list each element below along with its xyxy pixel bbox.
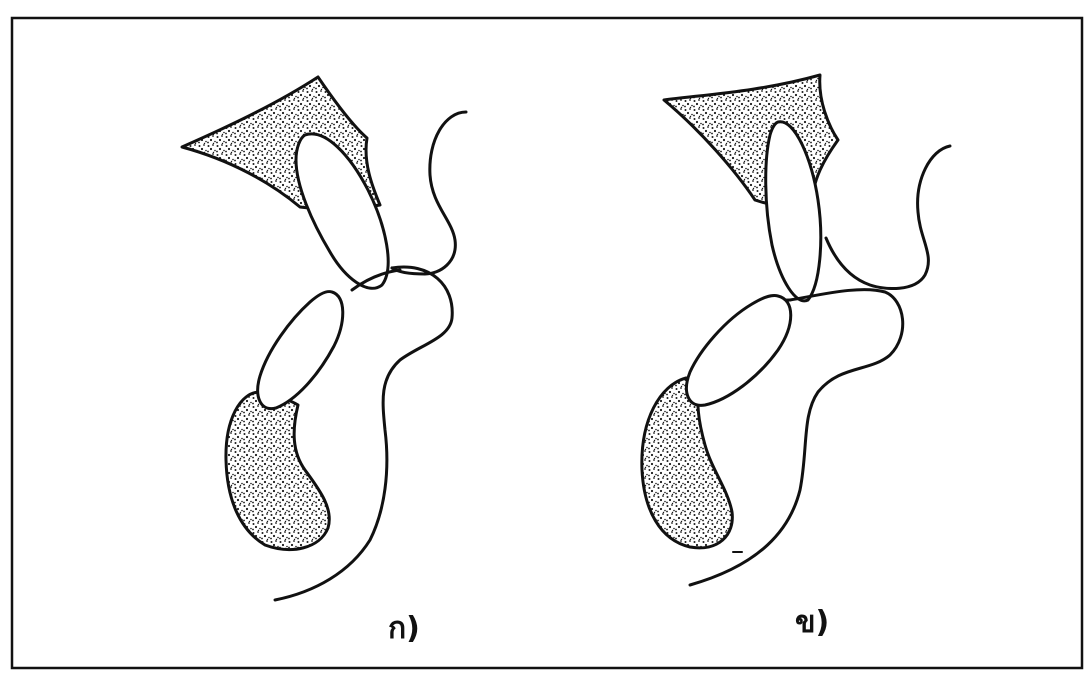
panel-a-middle-ellipse <box>258 292 343 409</box>
panel-b-middle-ellipse <box>686 295 790 405</box>
panel-b-lower-stippled-region <box>642 378 732 548</box>
figure-frame <box>12 18 1082 668</box>
panel-b-drawing <box>642 75 950 585</box>
panel-a-upper-ellipse <box>296 134 388 288</box>
panel-b-hook-curve <box>826 146 950 289</box>
panel-a-hook-curve <box>392 112 466 274</box>
panel-b-label: ข) <box>795 605 829 640</box>
panel-a-label: ก) <box>388 611 420 646</box>
panel-a-lower-stippled-region <box>226 392 329 550</box>
panel-a-drawing <box>182 77 466 600</box>
